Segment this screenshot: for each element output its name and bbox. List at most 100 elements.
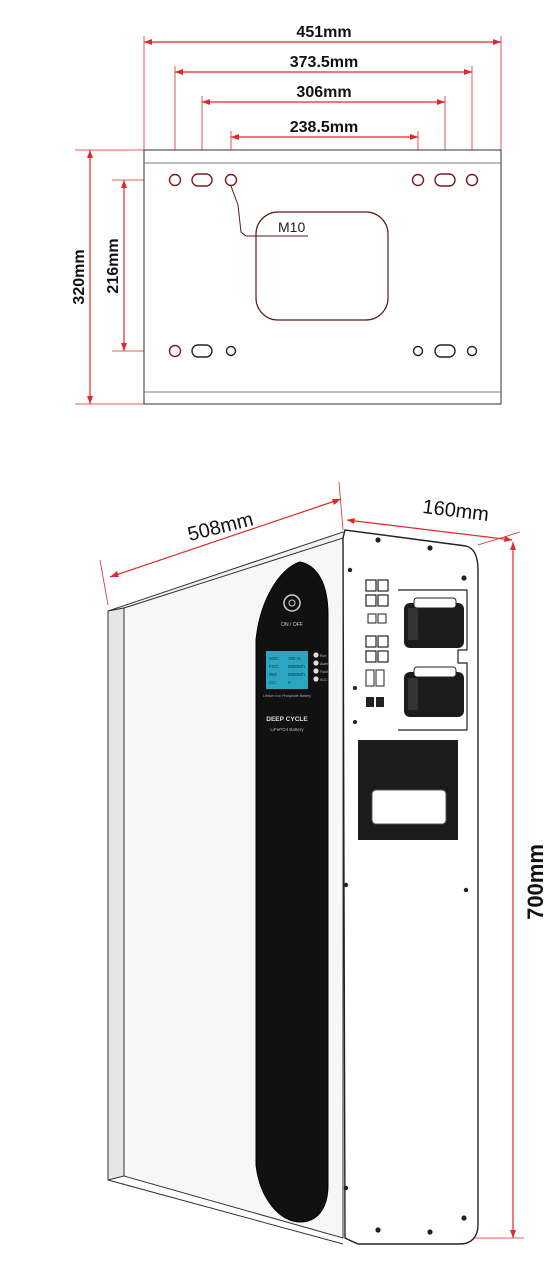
positive-power-connector[interactable]: [404, 603, 464, 648]
dip-switch-icon[interactable]: [365, 669, 375, 687]
battery-isometric-view: 508mm 160mm 700mm ON / OFF SOC: 100 % F: [99, 481, 548, 1245]
hole-span-1-label: 373.5mm: [290, 54, 359, 71]
power-button[interactable]: [283, 594, 301, 612]
mounting-slot: [191, 173, 213, 187]
mounting-bracket-view: 451mm 373.5mm 306mm 238.5mm 320mm 216mm: [71, 24, 502, 405]
fault-indicator-icon: [313, 668, 319, 674]
arrow-head: [347, 518, 355, 524]
extension-line: [338, 481, 344, 531]
terminal-block-icon: [366, 697, 374, 707]
arrow-head: [410, 134, 418, 140]
arrow-head: [87, 396, 93, 404]
lcd-screen: [266, 651, 308, 689]
panel-small-caption: Lithium Iron Phosphate Battery: [263, 694, 311, 698]
indicator-label: SOC: [320, 678, 328, 682]
arrow-head: [175, 69, 183, 75]
indicator-label: Alarm: [320, 662, 329, 666]
usb-port-icon[interactable]: [367, 613, 377, 624]
arrow-head: [231, 134, 239, 140]
bolt-leader-line: [230, 185, 308, 237]
rj45-port-icon[interactable]: [377, 594, 389, 607]
arrow-head: [202, 99, 210, 105]
rj45-port-icon[interactable]: [365, 594, 377, 607]
connector-grip: [408, 608, 418, 640]
dimension-line-battery-width: [109, 498, 342, 578]
mounting-hole: [466, 345, 478, 357]
lcd-value: 5000Wh: [288, 672, 305, 677]
rj45-port-icon[interactable]: [377, 579, 389, 592]
arrow-head: [144, 39, 152, 45]
screw-icon: [461, 575, 467, 581]
power-label: ON / OFF: [281, 622, 303, 628]
mounting-slot: [191, 344, 213, 358]
connector-latch: [413, 597, 457, 609]
screw-icon: [463, 887, 469, 893]
arrow-head: [504, 536, 512, 542]
lcd-value: 5000Wh: [288, 664, 305, 669]
battery-depth-label: 160mm: [421, 496, 490, 526]
lcd-key: CC:: [269, 680, 277, 685]
communication-ports: [365, 579, 389, 707]
arrow-head: [87, 150, 93, 158]
brand-subtitle: LiFePO4 Battery: [270, 727, 304, 732]
bracket-cutout: [255, 211, 389, 321]
screw-icon: [353, 686, 357, 690]
arrow-head: [121, 343, 127, 351]
power-icon: [288, 599, 296, 607]
dip-switch-icon[interactable]: [375, 669, 385, 687]
mounting-hole: [465, 173, 479, 187]
arrow-head: [437, 99, 445, 105]
lcd-key: SOC:: [269, 656, 280, 661]
extension-line: [99, 559, 109, 606]
hole-span-2-label: 306mm: [296, 84, 351, 101]
screw-icon: [343, 882, 349, 888]
battery-left-face: [107, 607, 125, 1181]
carry-handle[interactable]: [358, 740, 458, 840]
brand-title: DEEP CYCLE: [266, 716, 308, 723]
mounting-slot: [434, 344, 456, 358]
run-indicator-icon: [313, 652, 319, 658]
arrow-head: [110, 571, 119, 577]
height-dimension-label: 320mm: [71, 249, 88, 304]
battery-height-label: 700mm: [523, 844, 548, 920]
usb-port-icon[interactable]: [377, 613, 387, 624]
screw-icon: [375, 1227, 381, 1233]
lcd-value: 0: [288, 680, 291, 685]
rj45-port-icon[interactable]: [365, 650, 377, 663]
mounting-hole: [411, 173, 425, 187]
rj45-port-icon[interactable]: [365, 635, 377, 648]
mounting-hole: [168, 173, 182, 187]
status-indicators: Run Alarm Fault SOC: [313, 652, 329, 682]
handle-grip-opening: [371, 789, 447, 825]
lcd-readout: SOC: 100 % FCC: 5000Wh RM: 5000Wh CC: 0: [269, 656, 305, 685]
connector-latch: [413, 666, 457, 678]
dimension-line-battery-depth: [346, 519, 513, 541]
rj45-port-icon[interactable]: [365, 579, 377, 592]
mounting-hole: [168, 344, 182, 358]
mounting-hole: [225, 345, 237, 357]
negative-power-connector[interactable]: [404, 672, 464, 717]
screw-icon: [461, 1215, 467, 1221]
lcd-key: FCC:: [269, 664, 280, 669]
rj45-port-icon[interactable]: [377, 635, 389, 648]
width-dimension-label: 451mm: [296, 24, 351, 41]
screw-icon: [427, 1229, 433, 1235]
soc-indicator-icon: [313, 676, 319, 682]
lcd-value: 100 %: [288, 656, 301, 661]
screw-icon: [353, 720, 357, 724]
screw-icon: [347, 567, 353, 573]
rj45-port-icon[interactable]: [377, 650, 389, 663]
arrow-head: [510, 1230, 516, 1238]
terminal-block-icon: [376, 697, 384, 707]
mounting-hole: [224, 173, 238, 187]
screw-icon: [375, 537, 381, 543]
arrow-head: [121, 180, 127, 188]
screw-icon: [343, 1185, 349, 1191]
arrow-head: [493, 39, 501, 45]
alarm-indicator-icon: [313, 660, 319, 666]
connector-bracket: [398, 589, 468, 731]
arrow-head: [332, 499, 341, 505]
bolt-size-label: M10: [278, 219, 305, 235]
indicator-label: Fault: [320, 670, 328, 674]
